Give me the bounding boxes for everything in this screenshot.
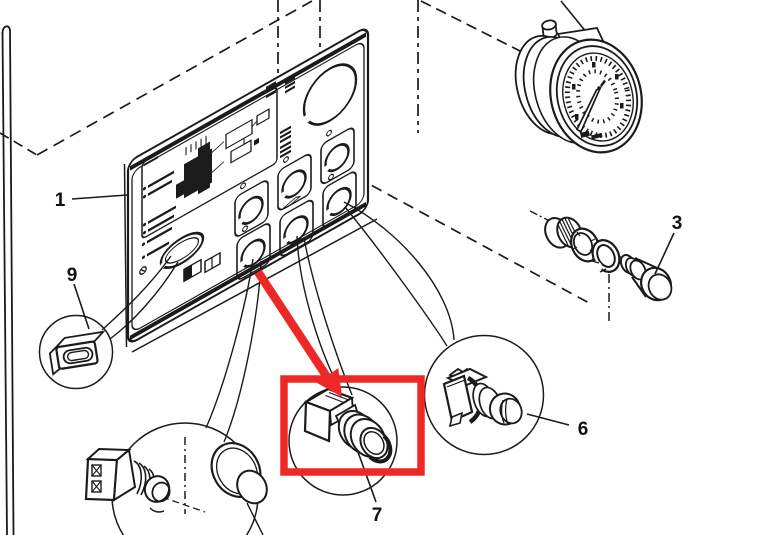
callout-label-3[interactable]: 3 — [672, 213, 683, 234]
legend-text-rows — [141, 170, 176, 260]
panel-icon-stacks — [266, 76, 295, 159]
callout-label-9[interactable]: 9 — [67, 265, 78, 286]
panel-gauge-cutout — [302, 63, 358, 126]
lamp-icon — [242, 225, 248, 233]
knurled-nut — [544, 216, 583, 249]
gauge-part[interactable] — [506, 0, 654, 162]
callout-label-1[interactable]: 1 — [55, 190, 66, 211]
micro-text — [144, 156, 158, 167]
switch-plate[interactable] — [234, 169, 269, 238]
legend-wiring-diagram — [176, 108, 270, 199]
highlight-overlay[interactable] — [254, 269, 425, 476]
cutoff-leader-line — [246, 502, 264, 535]
lamp-icon — [240, 182, 246, 190]
c-ring-washer — [590, 239, 621, 273]
plug-body — [619, 253, 673, 302]
switch-plate[interactable] — [277, 143, 312, 212]
detail-circle-9[interactable] — [38, 314, 114, 390]
panel-screw-icon — [139, 266, 147, 275]
gauge-leader-line — [560, 0, 588, 34]
gauge-major-ticks — [572, 62, 624, 120]
control-panel[interactable] — [126, 26, 370, 345]
panel-top-edge-band — [130, 32, 366, 171]
bracket-switch-part[interactable] — [442, 367, 525, 428]
callout-label-6[interactable]: 6 — [578, 419, 589, 440]
switch-plate[interactable] — [320, 117, 355, 186]
switch-plates — [234, 117, 357, 281]
adjacent-panel-edge — [1, 25, 15, 535]
detail-circle-7[interactable] — [288, 386, 398, 496]
threaded-connector-part — [84, 447, 171, 513]
axis-dash-diagonal — [161, 496, 206, 513]
rocker-switch-prints — [183, 251, 221, 283]
face-shading — [368, 434, 393, 464]
lamp-icon — [326, 129, 332, 137]
switch-plate[interactable] — [279, 198, 314, 258]
gauge-logo — [580, 130, 603, 140]
panel-legend-block — [141, 87, 278, 260]
switch-plate[interactable] — [322, 160, 357, 229]
connector-terminals — [91, 464, 102, 493]
highlight-arrow-shaft — [254, 269, 331, 380]
connector-socket — [62, 346, 94, 365]
bottom-detail-parts[interactable] — [84, 434, 273, 535]
panel-oval-cutout — [159, 231, 205, 270]
lamp-icon — [328, 173, 334, 181]
callout-label-7[interactable]: 7 — [372, 505, 383, 526]
gauge-tick-ring — [564, 55, 632, 139]
plug-assembly-part[interactable] — [540, 209, 676, 305]
panel-face — [126, 28, 370, 343]
switch-plate[interactable] — [236, 212, 271, 281]
round-cap-part — [210, 442, 268, 505]
lamp-icon — [283, 156, 289, 163]
callout-leader-lines — [71, 194, 675, 503]
highlighted-switch-part[interactable] — [303, 387, 393, 464]
blade-connector-part[interactable] — [48, 330, 109, 376]
highlight-selection-box[interactable] — [280, 375, 425, 476]
